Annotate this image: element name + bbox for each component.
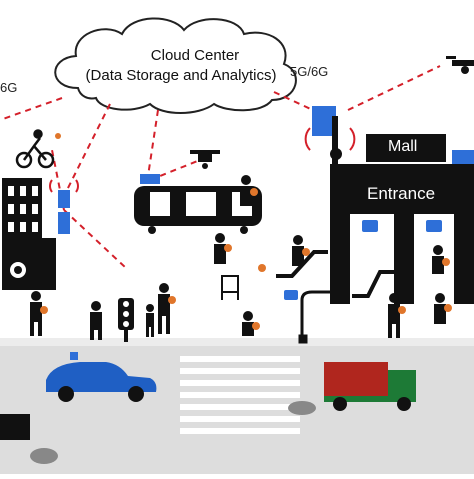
cell-tower-icon xyxy=(49,179,79,234)
wireless-links xyxy=(0,65,441,269)
police-icon xyxy=(90,301,102,340)
traffic-light-icon xyxy=(118,298,134,342)
device-marks xyxy=(40,133,452,330)
server-rack-icon xyxy=(304,106,356,176)
cloud-title: Cloud Center xyxy=(150,47,240,64)
car-icon xyxy=(46,352,157,402)
drone-icon xyxy=(190,150,220,169)
network-label-right: 5G/6G xyxy=(290,64,329,79)
network-label-left: 6G xyxy=(0,80,18,95)
drone-icon xyxy=(446,56,474,74)
crosswalk xyxy=(180,356,300,434)
train-icon xyxy=(134,174,262,234)
cloud-subtitle: (Data Storage and Analytics) xyxy=(85,67,277,84)
entrance-sign: Entrance xyxy=(367,184,436,203)
truck-icon xyxy=(288,362,416,415)
office-building-icon xyxy=(2,178,56,290)
cyclist-icon xyxy=(15,129,55,169)
mall-sign: Mall xyxy=(388,138,418,155)
pedestrian-icon xyxy=(30,175,446,338)
wheelchair-walker-icon xyxy=(221,275,239,300)
streetlight-icon xyxy=(298,290,330,344)
cloud-icon xyxy=(54,17,297,114)
truck-icon xyxy=(0,414,58,464)
mall-building-icon xyxy=(330,134,474,304)
camera-icon xyxy=(284,220,442,300)
